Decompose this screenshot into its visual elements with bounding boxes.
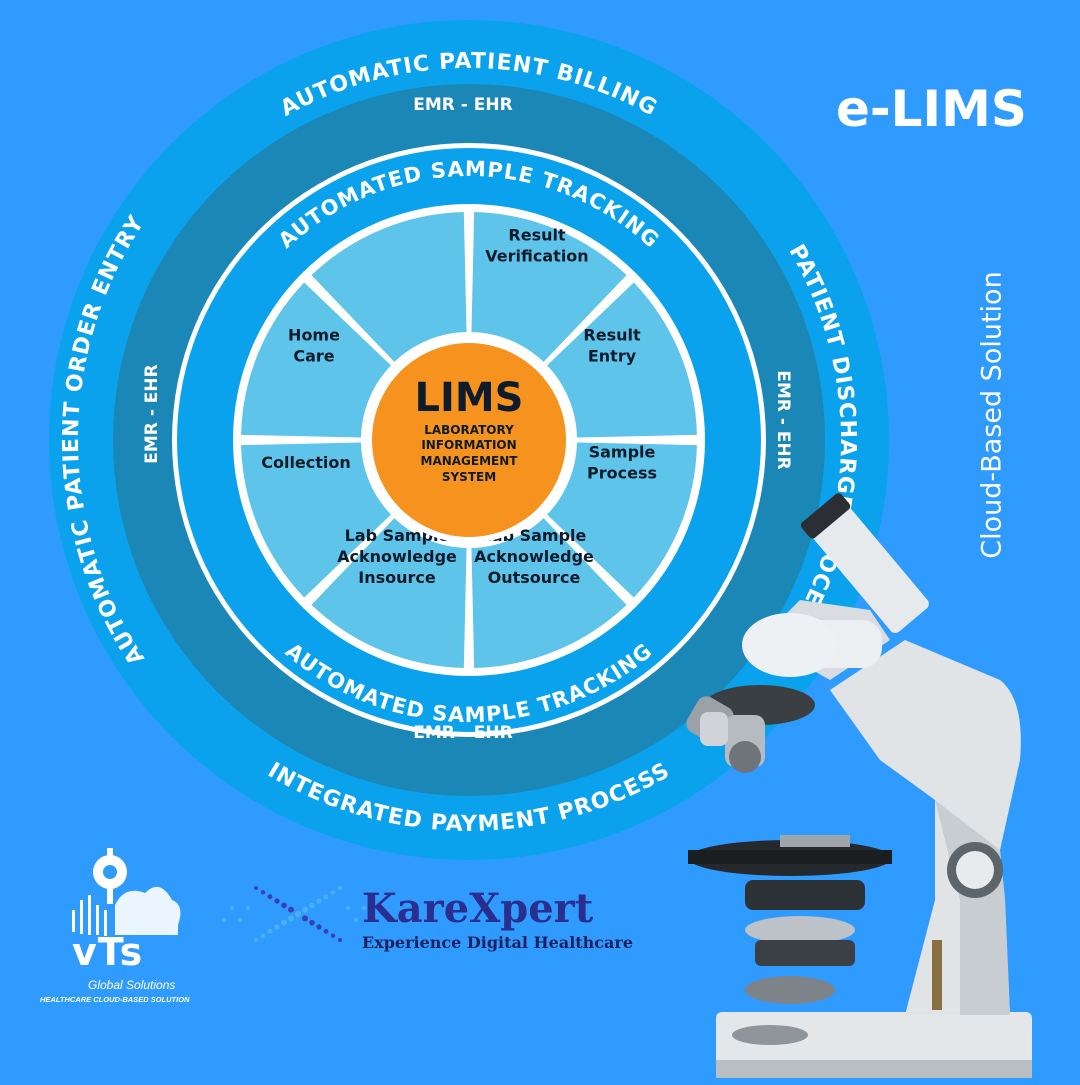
karexpert-dot <box>260 890 266 895</box>
karexpert-dot <box>222 918 226 922</box>
center-line2: INFORMATION <box>421 438 516 452</box>
karexpert-dot <box>309 919 315 926</box>
center-line4: SYSTEM <box>442 470 496 484</box>
emr-label-left: EMR - EHR <box>142 364 162 463</box>
karexpert-dot <box>309 902 315 909</box>
segment-label-result-verification: Verification <box>485 247 588 266</box>
emr-label-right: EMR - EHR <box>773 370 793 469</box>
karexpert-dot <box>323 894 329 900</box>
segment-label-collection: Collection <box>261 453 351 472</box>
center-title: LIMS <box>415 375 524 421</box>
emr-label-bottom: EMR - EHR <box>413 723 512 743</box>
karexpert-dot <box>370 918 374 922</box>
segments-wheel: LabReportResultVerificationResultEntrySa… <box>241 212 697 668</box>
karexpert-dot <box>288 915 294 922</box>
karexpert-logo-icon <box>222 886 374 942</box>
karexpert-dot <box>281 919 287 926</box>
karexpert-name-part2: Xpert <box>469 885 594 932</box>
segment-label-result-entry: Entry <box>588 347 637 366</box>
karexpert-logo-name: KareXpert <box>362 885 593 932</box>
segment-lab-sample-outsource <box>311 518 467 668</box>
karexpert-name-part1: Kare <box>362 885 470 932</box>
segment-sample-process <box>471 518 627 668</box>
center-line1: LABORATORY <box>424 423 514 437</box>
karexpert-dot <box>354 918 358 922</box>
karexpert-dot <box>362 906 366 910</box>
vts-logo-subtitle: Global Solutions <box>88 978 176 992</box>
segment-collection <box>241 282 391 438</box>
karexpert-dot <box>267 928 273 934</box>
segment-home-care <box>311 212 467 362</box>
karexpert-dot <box>246 906 250 910</box>
segment-label-lab-sample-insource: Insource <box>358 568 436 587</box>
segment-lab-report <box>471 212 627 362</box>
vts-logo-icon <box>72 848 181 936</box>
emr-label-top: EMR - EHR <box>413 95 512 115</box>
karexpert-dot <box>274 924 280 930</box>
karexpert-dot <box>302 915 308 922</box>
karexpert-dot <box>260 933 266 938</box>
segment-label-lab-sample-outsource: Outsource <box>488 568 581 587</box>
karexpert-dot <box>294 910 302 918</box>
karexpert-dot <box>230 906 234 910</box>
karexpert-dot <box>316 924 322 930</box>
segment-label-sample-process: Process <box>587 464 657 483</box>
karexpert-tagline: Experience Digital Healthcare <box>362 933 634 952</box>
microscope-icon <box>686 493 1032 1078</box>
segment-label-lab-sample-outsource: Acknowledge <box>474 547 594 566</box>
karexpert-dot <box>274 898 280 904</box>
segment-label-sample-process: Sample <box>589 443 656 462</box>
karexpert-dot <box>254 938 258 942</box>
segment-result-entry <box>547 442 697 598</box>
segment-label-home-care: Home <box>288 326 340 345</box>
karexpert-dot <box>338 938 342 942</box>
karexpert-dot <box>316 898 322 904</box>
segment-label-result-verification: Result <box>508 226 566 245</box>
karexpert-dot <box>238 918 242 922</box>
karexpert-dot <box>302 906 308 913</box>
vts-logo-name: vTs <box>72 930 144 974</box>
karexpert-dot <box>346 906 350 910</box>
karexpert-dot <box>267 894 273 900</box>
karexpert-dot <box>330 933 336 938</box>
segment-label-lab-sample-insource: Acknowledge <box>337 547 457 566</box>
karexpert-dot <box>281 902 287 909</box>
karexpert-dot <box>330 890 336 895</box>
center-line3: MANAGEMENT <box>421 454 519 468</box>
karexpert-dot <box>323 928 329 934</box>
segment-result-verification <box>547 282 697 438</box>
segment-lab-sample-insource <box>241 442 391 598</box>
segment-label-result-entry: Result <box>583 326 641 345</box>
karexpert-dot <box>338 886 342 890</box>
center-circle <box>372 343 566 537</box>
page-title: e-LIMS <box>836 80 1027 138</box>
vertical-label: Cloud-Based Solution <box>976 271 1008 559</box>
segment-label-home-care: Care <box>293 347 334 366</box>
vts-logo-tagline: HEALTHCARE CLOUD-BASED SOLUTION <box>40 995 190 1004</box>
karexpert-dot <box>254 886 258 890</box>
karexpert-dot <box>288 906 294 913</box>
